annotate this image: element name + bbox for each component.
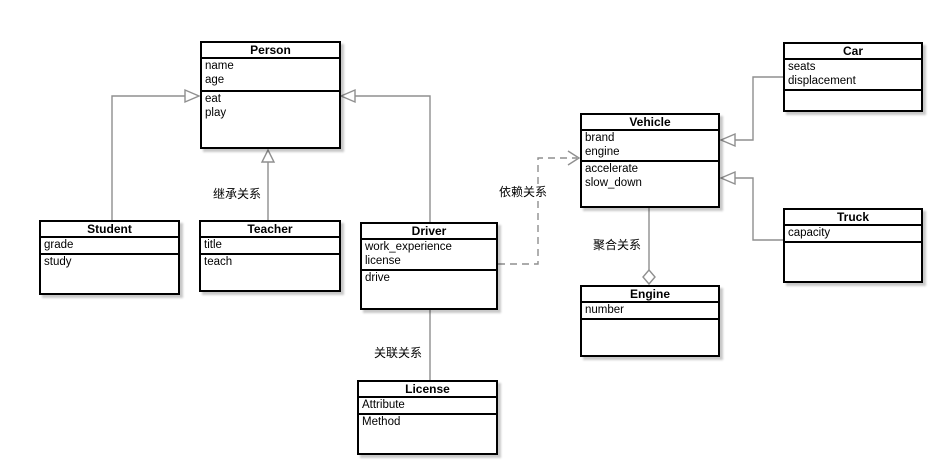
attribute: license bbox=[365, 255, 401, 267]
class-vehicle-methods: accelerate slow_down bbox=[582, 162, 718, 206]
attribute: brand bbox=[585, 132, 615, 144]
attribute: work_experience bbox=[365, 241, 452, 253]
connector-vehicle-engine-aggregation[interactable] bbox=[642, 208, 656, 286]
class-truck[interactable]: Truck capacity bbox=[783, 208, 923, 283]
class-vehicle-attributes: brand engine bbox=[582, 131, 718, 162]
method: Method bbox=[362, 416, 401, 428]
class-truck-methods bbox=[785, 243, 921, 281]
method: study bbox=[44, 256, 72, 268]
attribute: seats bbox=[788, 61, 816, 73]
class-truck-attributes: capacity bbox=[785, 226, 921, 243]
aggregation-diamond-icon bbox=[642, 268, 656, 286]
method: drive bbox=[365, 272, 390, 284]
class-license-methods: Method bbox=[359, 415, 496, 453]
class-person-attributes: name age bbox=[202, 59, 339, 92]
class-truck-title: Truck bbox=[785, 210, 921, 226]
inheritance-arrow-icon bbox=[719, 170, 736, 186]
class-student-title: Student bbox=[41, 222, 178, 238]
class-driver-methods: drive bbox=[362, 271, 496, 308]
attribute: age bbox=[205, 74, 225, 86]
class-student-methods: study bbox=[41, 255, 178, 293]
class-license-attributes: Attribute bbox=[359, 398, 496, 415]
association-relationship-label: 关联关系 bbox=[373, 346, 424, 360]
connector-truck-vehicle-inheritance[interactable] bbox=[719, 170, 783, 241]
connector-driver-person-inheritance[interactable] bbox=[339, 88, 431, 222]
aggregation-relationship-label: 聚合关系 bbox=[592, 238, 643, 252]
class-person[interactable]: Person name age eat play bbox=[200, 41, 341, 149]
class-engine-attributes: number bbox=[582, 303, 718, 320]
attribute: capacity bbox=[788, 227, 831, 239]
attribute: number bbox=[585, 304, 624, 316]
class-person-title: Person bbox=[202, 43, 339, 59]
method: accelerate bbox=[585, 163, 639, 175]
connector-driver-vehicle-dependency[interactable] bbox=[498, 150, 581, 265]
class-teacher-methods: teach bbox=[201, 255, 339, 290]
connector-student-person-inheritance[interactable] bbox=[111, 88, 201, 220]
method: teach bbox=[204, 256, 233, 268]
inheritance-arrow-icon bbox=[719, 132, 736, 148]
class-car[interactable]: Car seats displacement bbox=[783, 42, 923, 112]
connector-teacher-person-inheritance[interactable] bbox=[260, 148, 276, 220]
class-vehicle-title: Vehicle bbox=[582, 115, 718, 131]
dependency-relationship-label: 依赖关系 bbox=[498, 185, 549, 199]
class-car-attributes: seats displacement bbox=[785, 60, 921, 91]
class-car-title: Car bbox=[785, 44, 921, 60]
class-teacher-title: Teacher bbox=[201, 222, 339, 238]
attribute: Attribute bbox=[362, 399, 405, 411]
class-license[interactable]: License Attribute Method bbox=[357, 380, 498, 455]
attribute: engine bbox=[585, 146, 620, 158]
attribute: title bbox=[204, 239, 222, 251]
inheritance-relationship-label: 继承关系 bbox=[212, 187, 263, 201]
class-driver-title: Driver bbox=[362, 224, 496, 240]
class-engine-methods bbox=[582, 320, 718, 355]
class-teacher[interactable]: Teacher title teach bbox=[199, 220, 341, 292]
class-student[interactable]: Student grade study bbox=[39, 220, 180, 295]
class-vehicle[interactable]: Vehicle brand engine accelerate slow_dow… bbox=[580, 113, 720, 208]
inheritance-arrow-icon bbox=[260, 148, 276, 163]
class-car-methods bbox=[785, 91, 921, 110]
class-teacher-attributes: title bbox=[201, 238, 339, 255]
attribute: name bbox=[205, 60, 234, 72]
class-engine-title: Engine bbox=[582, 287, 718, 303]
inheritance-arrow-icon bbox=[339, 88, 356, 104]
attribute: displacement bbox=[788, 75, 856, 87]
class-license-title: License bbox=[359, 382, 496, 398]
inheritance-arrow-icon bbox=[184, 88, 201, 104]
class-person-methods: eat play bbox=[202, 92, 339, 147]
connector-car-vehicle-inheritance[interactable] bbox=[719, 76, 783, 148]
attribute: grade bbox=[44, 239, 74, 251]
class-engine[interactable]: Engine number bbox=[580, 285, 720, 357]
class-driver-attributes: work_experience license bbox=[362, 240, 496, 271]
class-student-attributes: grade bbox=[41, 238, 178, 255]
method: slow_down bbox=[585, 177, 642, 189]
class-driver[interactable]: Driver work_experience license drive bbox=[360, 222, 498, 310]
method: eat bbox=[205, 93, 221, 105]
method: play bbox=[205, 107, 227, 119]
open-arrow-icon bbox=[567, 150, 581, 166]
